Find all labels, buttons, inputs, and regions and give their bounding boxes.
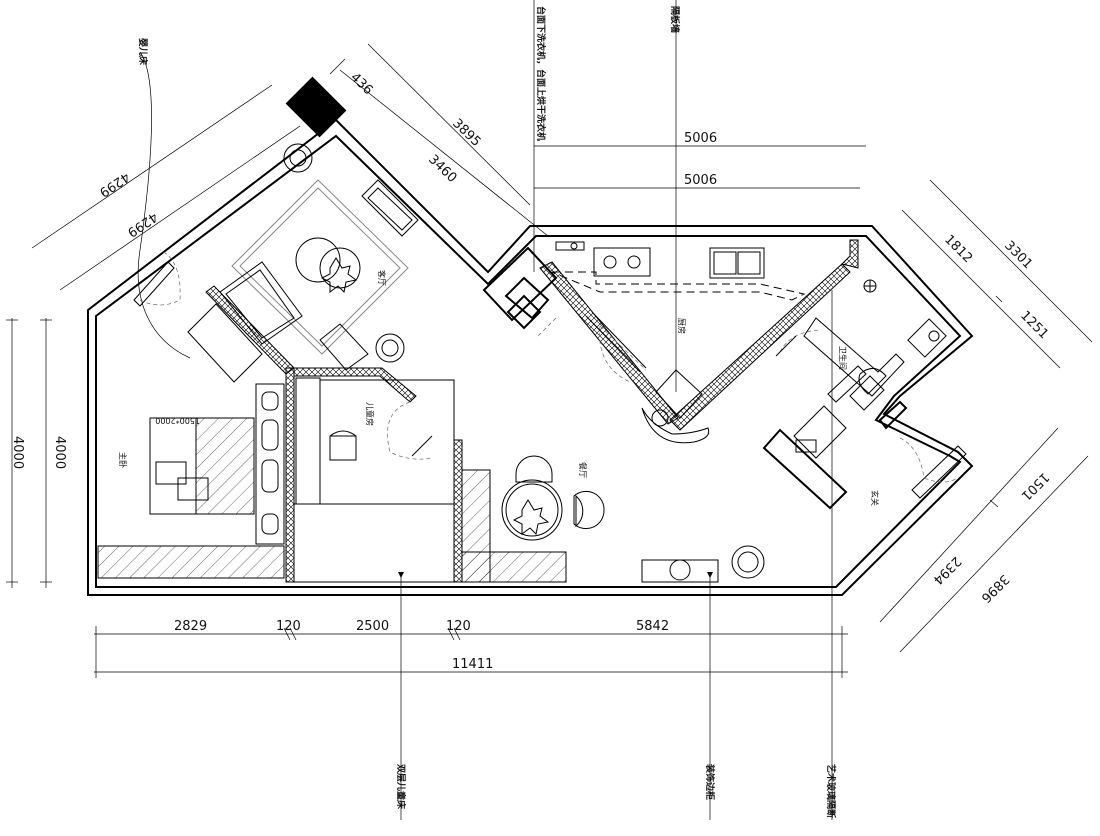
room-label-kids-room: 儿童房 [365, 402, 375, 426]
dim-bottom-120a: 120 [276, 619, 301, 634]
bed-size-label: 1500*2000 [155, 416, 200, 425]
room-label-living: 客厅 [377, 270, 387, 286]
inner-walls [205, 239, 908, 583]
column-block [285, 76, 347, 138]
dim-top-inner: 5006 [684, 173, 717, 188]
dim-3301: 3301 [1001, 238, 1035, 272]
room-label-kitchen: 厨房 [677, 318, 687, 334]
dim-2394: 2394 [930, 553, 964, 587]
dim-1812: 1812 [941, 232, 975, 266]
dim-diag-outer: 4299 [96, 169, 132, 200]
room-label-bathroom: 卫生间 [838, 346, 848, 370]
annotation-flower-stand: 婴儿床 [137, 38, 149, 66]
annotation-decor-cabinet: 装饰边柜 [704, 763, 716, 800]
annotation-washer: 台面下洗衣机，台面上烘干洗衣机 [535, 6, 547, 141]
dimension-lines [6, 43, 1093, 678]
room-label-entrance: 玄关 [870, 490, 880, 506]
dim-bottom-120b: 120 [446, 619, 471, 634]
dim-top-outer: 5006 [684, 131, 717, 146]
annotations: 婴儿床 台面下洗衣机，台面上烘干洗衣机 隔板墙 双层儿童床 装饰边柜 艺术玻璃隔… [137, 6, 837, 818]
dim-bottom-5842: 5842 [636, 619, 669, 634]
furniture [97, 143, 967, 583]
dim-1501: 1501 [1018, 469, 1052, 503]
doors [139, 249, 959, 483]
dim-bottom-2500: 2500 [356, 619, 389, 634]
dim-3895: 3895 [449, 116, 483, 150]
leader-lines [137, 0, 833, 820]
dim-3460: 3460 [425, 152, 459, 186]
dim-3896: 3896 [978, 571, 1012, 605]
room-label-dining: 餐厅 [578, 462, 587, 478]
dim-left-inner: 4000 [52, 436, 67, 469]
room-label-master-bedroom: 主卧 [118, 452, 128, 468]
dim-436: 436 [347, 70, 375, 98]
room-labels: 客厅 主卧 儿童房 厨房 卫生间 餐厅 玄关 1500*2000 [118, 270, 880, 506]
dim-left-outer: 4000 [10, 436, 25, 469]
outer-walls [87, 76, 974, 596]
annotation-bunk-bed: 双层儿童床 [395, 764, 407, 810]
annotation-partition: 隔板墙 [669, 6, 681, 33]
dim-bottom-2829: 2829 [174, 619, 207, 634]
dim-1251: 1251 [1017, 308, 1051, 342]
annotation-glass-partition: 艺术玻璃隔断 [825, 764, 837, 818]
dim-bottom-total: 11411 [452, 657, 493, 672]
